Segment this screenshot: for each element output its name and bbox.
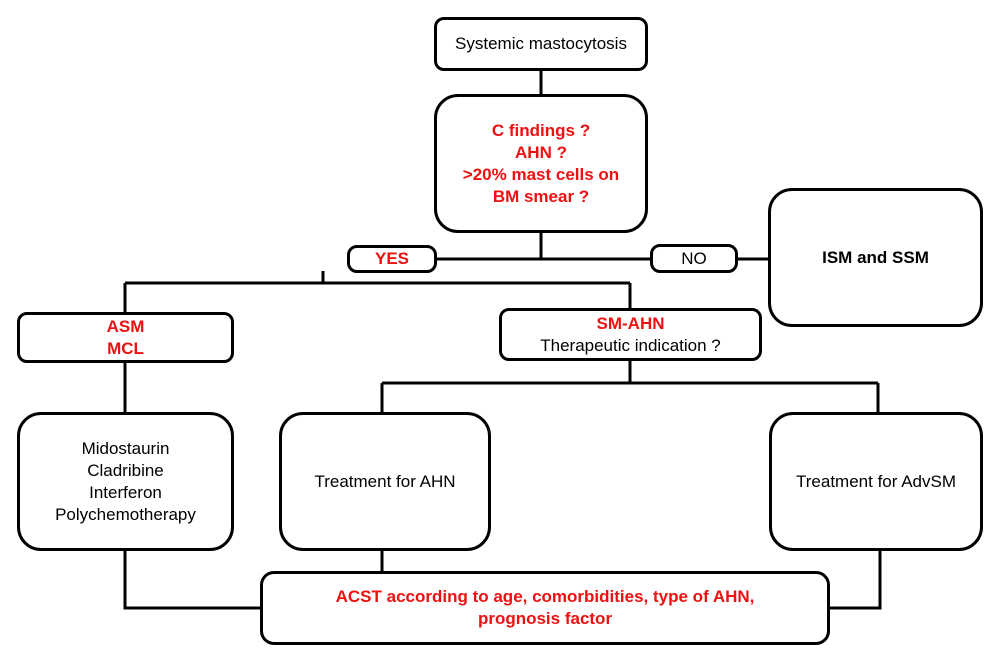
yes-label-box: YES	[347, 245, 437, 273]
root-node: Systemic mastocytosis	[434, 17, 648, 71]
drug-interferon: Interferon	[89, 482, 162, 502]
acst-node: ACST according to age, comorbidities, ty…	[260, 571, 830, 645]
treatment-ahn-node: Treatment for AHN	[279, 412, 491, 551]
yes-label: YES	[374, 249, 410, 268]
sm-ahn-node: SM-AHN Therapeutic indication ?	[499, 308, 762, 361]
question-line-2: AHN ?	[515, 142, 567, 162]
ism-ssm-node: ISM and SSM	[768, 188, 983, 327]
drugs-node: Midostaurin Cladribine Interferon Polych…	[17, 412, 234, 551]
drug-polychemotherapy: Polychemotherapy	[55, 504, 196, 524]
mcl-label: MCL	[107, 338, 144, 358]
question-node: C findings ? AHN ? >20% mast cells on BM…	[434, 94, 648, 233]
no-label-box: NO	[650, 244, 738, 273]
acst-line-1: ACST according to age, comorbidities, ty…	[335, 587, 755, 606]
drug-cladribine: Cladribine	[87, 460, 164, 480]
treatment-advsm-node: Treatment for AdvSM	[769, 412, 983, 551]
sm-ahn-subtitle: Therapeutic indication ?	[540, 335, 721, 355]
treatment-ahn-label: Treatment for AHN	[314, 471, 456, 491]
connector-drugs-acst	[123, 550, 262, 610]
acst-line-2: prognosis factor	[477, 609, 613, 628]
asm-mcl-node: ASM MCL	[17, 312, 234, 363]
ism-ssm-label: ISM and SSM	[822, 247, 929, 267]
connector-advsm-acst	[828, 550, 882, 610]
asm-label: ASM	[106, 316, 145, 336]
question-line-4: BM smear ?	[492, 186, 590, 206]
root-label: Systemic mastocytosis	[455, 34, 627, 53]
drug-midostaurin: Midostaurin	[81, 438, 170, 458]
question-line-3: >20% mast cells on	[462, 164, 620, 184]
sm-ahn-title: SM-AHN	[596, 313, 665, 333]
treatment-advsm-label: Treatment for AdvSM	[796, 471, 956, 491]
no-label: NO	[681, 248, 707, 268]
question-line-1: C findings ?	[491, 120, 591, 140]
